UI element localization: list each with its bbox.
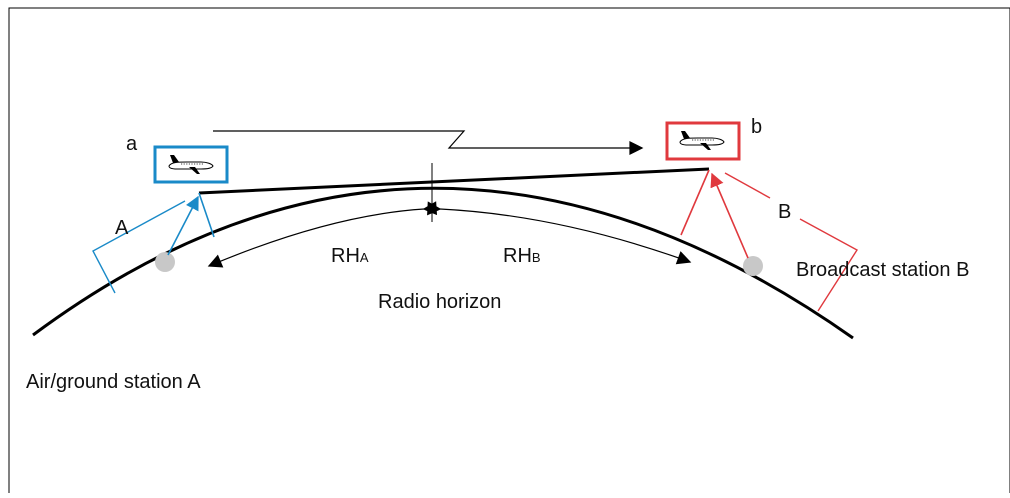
rh-b-main: RH bbox=[503, 245, 532, 267]
line-of-sight bbox=[198, 167, 710, 195]
rh-b-sub: B bbox=[532, 250, 541, 265]
station-b-dot bbox=[743, 256, 763, 276]
station-b-link bbox=[680, 169, 710, 236]
station-b-arrow bbox=[710, 172, 749, 259]
rh-a-arrow bbox=[207, 201, 438, 268]
station-b-group bbox=[665, 121, 858, 312]
rh-a-main: RH bbox=[331, 245, 360, 267]
station-b-marker-label: B bbox=[778, 201, 791, 223]
station-a-dot bbox=[155, 252, 175, 272]
station-a-link bbox=[198, 192, 215, 238]
station-a-group bbox=[92, 145, 229, 294]
radio-horizon-label: Radio horizon bbox=[378, 291, 501, 313]
rh-b-arrow bbox=[427, 201, 692, 265]
rh-a-label: RHA bbox=[331, 245, 369, 267]
station-a-bracket bbox=[92, 200, 186, 294]
aircraft-a-label: a bbox=[126, 133, 138, 155]
station-a-arrow bbox=[167, 195, 199, 256]
station-b-bracket-upper bbox=[724, 172, 771, 199]
air-ground-station-label: Air/ground station A bbox=[26, 371, 201, 393]
earth-curve bbox=[32, 186, 854, 340]
broadcast-station-label: Broadcast station B bbox=[796, 259, 969, 281]
station-b-bracket-lower bbox=[799, 218, 858, 312]
aircraft-b-label: b bbox=[751, 116, 762, 138]
rh-a-sub: A bbox=[360, 250, 369, 265]
station-a-marker-label: A bbox=[115, 217, 129, 239]
rh-b-label: RHB bbox=[503, 245, 541, 267]
link-arrow bbox=[213, 130, 644, 155]
